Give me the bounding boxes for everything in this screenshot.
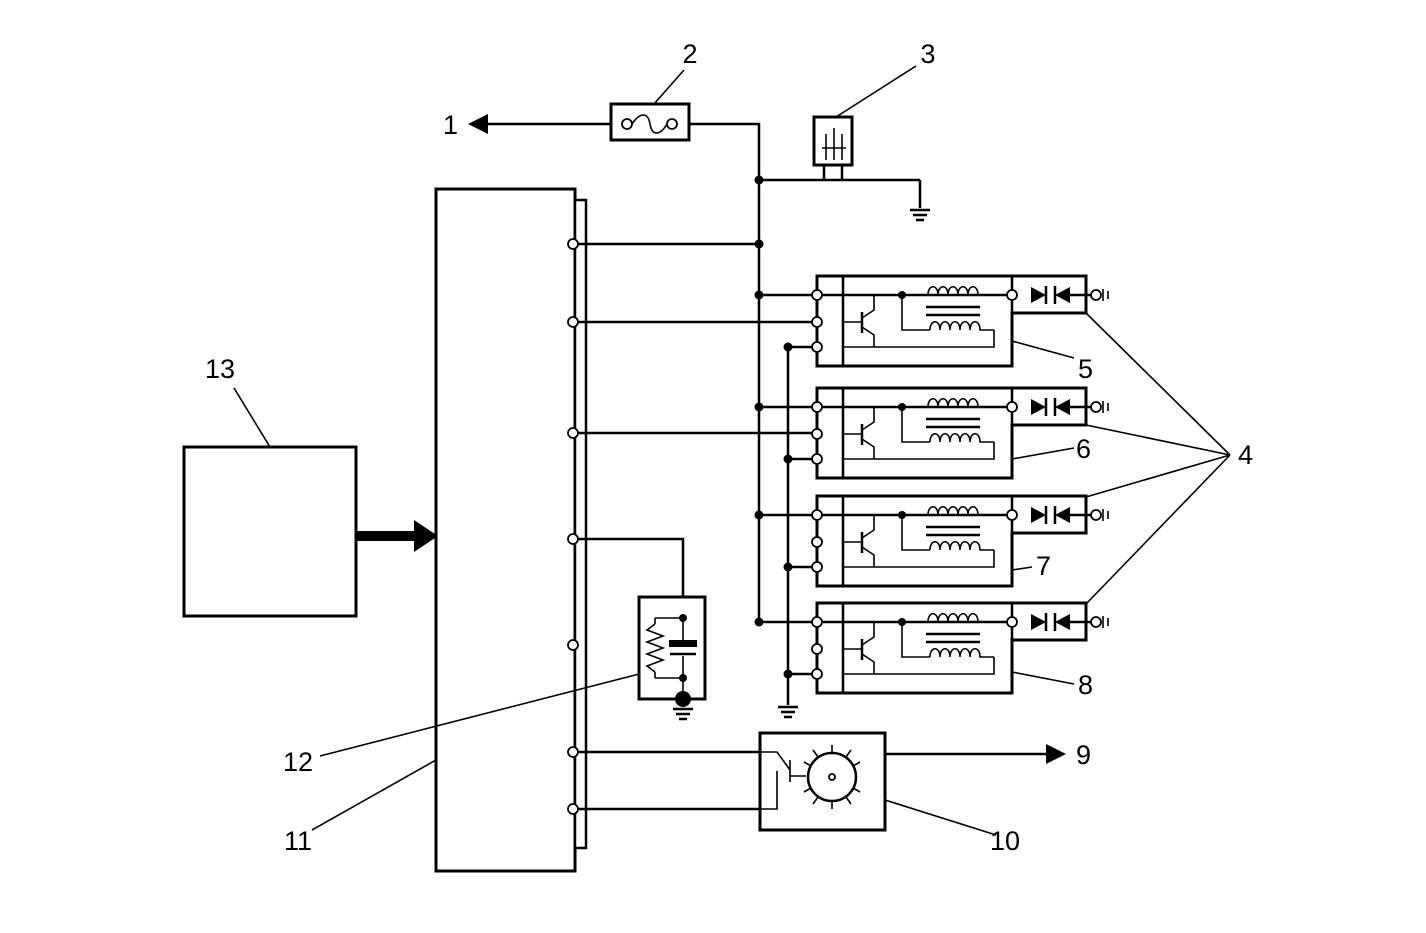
callout-3: 3 bbox=[920, 39, 935, 69]
sensor-12-internal-wiring bbox=[654, 617, 684, 698]
ground-symbol-coils bbox=[778, 705, 798, 719]
ignition-coil-module-7 bbox=[754, 494, 1109, 588]
leader-line-11 bbox=[311, 759, 437, 831]
feed-arrow-head-1 bbox=[468, 114, 488, 134]
callout-2: 2 bbox=[682, 39, 697, 69]
leader-line-6 bbox=[1011, 447, 1075, 460]
callout-8: 8 bbox=[1078, 670, 1093, 700]
callout-10: 10 bbox=[990, 826, 1020, 856]
ignition-coil-module-6 bbox=[754, 386, 1109, 480]
fuse-element bbox=[631, 114, 668, 134]
callout-7: 7 bbox=[1036, 551, 1051, 581]
module-13-box bbox=[182, 445, 358, 618]
sensor-12-box bbox=[637, 595, 707, 701]
leader-line-2 bbox=[653, 69, 685, 105]
module-terminal bbox=[567, 639, 579, 651]
module-terminal bbox=[567, 803, 579, 815]
control-module-11-box bbox=[434, 187, 577, 873]
connector-3-pins bbox=[822, 128, 846, 160]
leader-line-5 bbox=[1011, 340, 1075, 359]
junction-dot bbox=[754, 239, 764, 249]
fuse-terminal-right bbox=[666, 118, 678, 130]
module-terminal bbox=[567, 533, 579, 545]
leader-line-3 bbox=[835, 65, 917, 118]
fuse-terminal-left bbox=[621, 118, 633, 130]
signal-arrow-shaft bbox=[356, 531, 416, 541]
speed-sensor-transistor bbox=[760, 751, 806, 810]
sensor-12-resistor bbox=[644, 623, 666, 673]
signal-arrow-head bbox=[414, 520, 438, 552]
junction-dot bbox=[754, 175, 764, 185]
speed-sensor-10-box bbox=[758, 731, 887, 832]
reluctor-center bbox=[828, 773, 836, 781]
callout-12: 12 bbox=[283, 747, 313, 777]
ignition-coil-module-5 bbox=[754, 274, 1109, 368]
module-terminal bbox=[567, 316, 579, 328]
leader-line-7 bbox=[1011, 566, 1033, 571]
leader-line-8 bbox=[1011, 671, 1075, 685]
junction-dot bbox=[679, 614, 687, 622]
output-arrow-head-9 bbox=[1046, 744, 1066, 764]
ignition-coil-module-8 bbox=[754, 601, 1109, 695]
sensor-12-element bbox=[669, 640, 697, 647]
ground-symbol-12 bbox=[673, 707, 693, 721]
fuse-to-bus-wire bbox=[689, 122, 761, 622]
leader-line-13 bbox=[233, 387, 271, 448]
callout-13: 13 bbox=[205, 354, 235, 384]
sensor-12-ground-node bbox=[675, 691, 691, 707]
module-terminal bbox=[567, 427, 579, 439]
sensor-12-signal-wire bbox=[573, 537, 685, 618]
connector-3-body bbox=[812, 115, 854, 167]
ground-symbol-3 bbox=[910, 208, 930, 222]
junction-dot bbox=[679, 674, 687, 682]
callout-1: 1 bbox=[443, 110, 458, 140]
leader-lines-4 bbox=[1085, 312, 1231, 605]
callout-9: 9 bbox=[1076, 740, 1091, 770]
control-module-connector bbox=[573, 198, 588, 850]
callout-4: 4 bbox=[1238, 440, 1253, 470]
reluctor-teeth bbox=[803, 745, 861, 809]
leader-line-12 bbox=[319, 673, 640, 757]
callout-11: 11 bbox=[284, 826, 312, 856]
module-terminal bbox=[567, 238, 579, 250]
callout-5: 5 bbox=[1078, 354, 1093, 384]
module-terminal bbox=[567, 746, 579, 758]
leader-line-10 bbox=[884, 799, 997, 836]
callout-6: 6 bbox=[1076, 434, 1091, 464]
